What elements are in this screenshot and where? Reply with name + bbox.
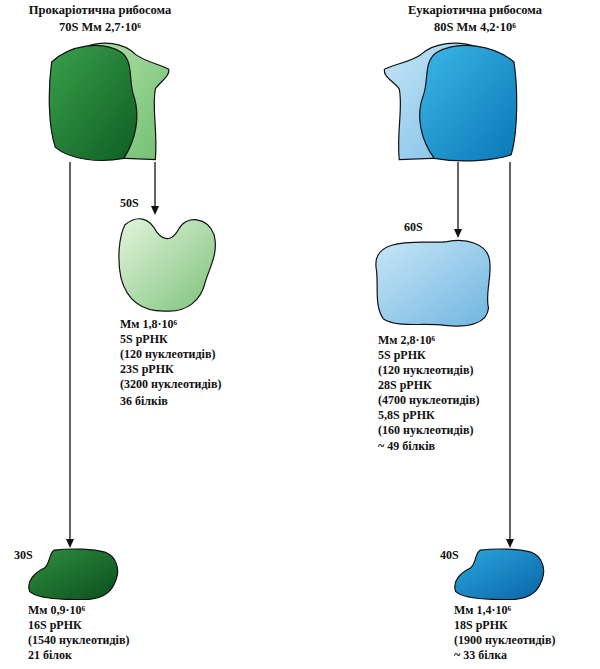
subunit-label: Прокаріотична рибосома <box>29 3 171 17</box>
subunit-data: (1540 нуклеотидів) <box>28 633 129 647</box>
ribosome-80s: Еукаріотична рибосома80S Мм 4,2·10⁶ <box>383 40 518 162</box>
small-subunit-40s: 40SМм 1,4·10⁶18S рРНК(1900 нуклеотидів)~… <box>452 548 546 600</box>
subunit-data: (120 нуклеотидів) <box>378 363 473 377</box>
subunit-outline <box>376 241 490 326</box>
subunit-data: ~ 33 білка <box>454 648 507 662</box>
subunit-data: (120 нуклеотидів) <box>120 347 215 361</box>
subunit-shape <box>452 548 546 600</box>
subunit-data: Мм 0,9·10⁶ <box>28 603 85 617</box>
split-arrow <box>506 162 514 548</box>
subunit-label: 40S <box>440 548 459 562</box>
subunit-label: 60S <box>404 220 423 234</box>
subunit-data: 21 білок <box>28 648 72 662</box>
small-subunit-30s: 30SМм 0,9·10⁶16S рРНК(1540 нуклеотидів)2… <box>26 548 120 600</box>
subunit-data: (160 нуклеотидів) <box>378 423 473 437</box>
subunit-data: 80S Мм 4,2·10⁶ <box>434 20 516 34</box>
subunit-data: 36 білків <box>120 394 168 408</box>
subunit-outline <box>119 219 215 311</box>
subunit-label: Еукаріотична рибосома <box>408 3 542 17</box>
subunit-outline <box>455 549 544 600</box>
subunit-shape <box>374 238 492 328</box>
ribosome-70s: Прокаріотична рибосома70S Мм 2,7·10⁶ <box>48 40 170 162</box>
large-subunit-50s: 50SМм 1,8·10⁶5S рРНК(120 нуклеотидів)23S… <box>117 215 217 312</box>
subunit-data: Мм 1,8·10⁶ <box>120 317 177 331</box>
subunit-outline <box>49 45 137 160</box>
subunit-outline <box>29 549 118 600</box>
split-arrow <box>66 162 74 548</box>
subunit-data: 18S рРНК <box>454 618 508 632</box>
subunit-data: Мм 2,8·10⁶ <box>378 333 435 347</box>
subunit-label: 50S <box>120 196 139 210</box>
split-arrow <box>454 162 462 238</box>
subunit-data: 70S Мм 2,7·10⁶ <box>59 20 141 34</box>
subunit-data: 23S рРНК <box>120 362 174 376</box>
subunit-data: 16S рРНК <box>28 618 82 632</box>
subunit-data: 28S рРНК <box>378 378 432 392</box>
split-arrow <box>151 162 159 215</box>
subunit-shape <box>48 40 170 162</box>
subunit-outline <box>420 45 517 161</box>
subunit-shape <box>117 215 217 312</box>
subunit-data: (1900 нуклеотидів) <box>454 633 555 647</box>
subunit-data: 5,8S рРНК <box>378 408 435 422</box>
subunit-data: (4700 нуклеотидів) <box>378 393 479 407</box>
large-subunit-60s: 60SМм 2,8·10⁶5S рРНК(120 нуклеотидів)28S… <box>374 238 492 328</box>
subunit-shape <box>383 40 518 162</box>
subunit-data: Мм 1,4·10⁶ <box>454 603 511 617</box>
subunit-data: 5S рРНК <box>378 348 426 362</box>
subunit-data: ~ 49 білків <box>378 439 435 453</box>
subunit-label: 30S <box>14 548 33 562</box>
subunit-data: 5S рРНК <box>120 332 168 346</box>
subunit-shape <box>26 548 120 600</box>
subunit-data: (3200 нуклеотидів) <box>120 377 221 391</box>
